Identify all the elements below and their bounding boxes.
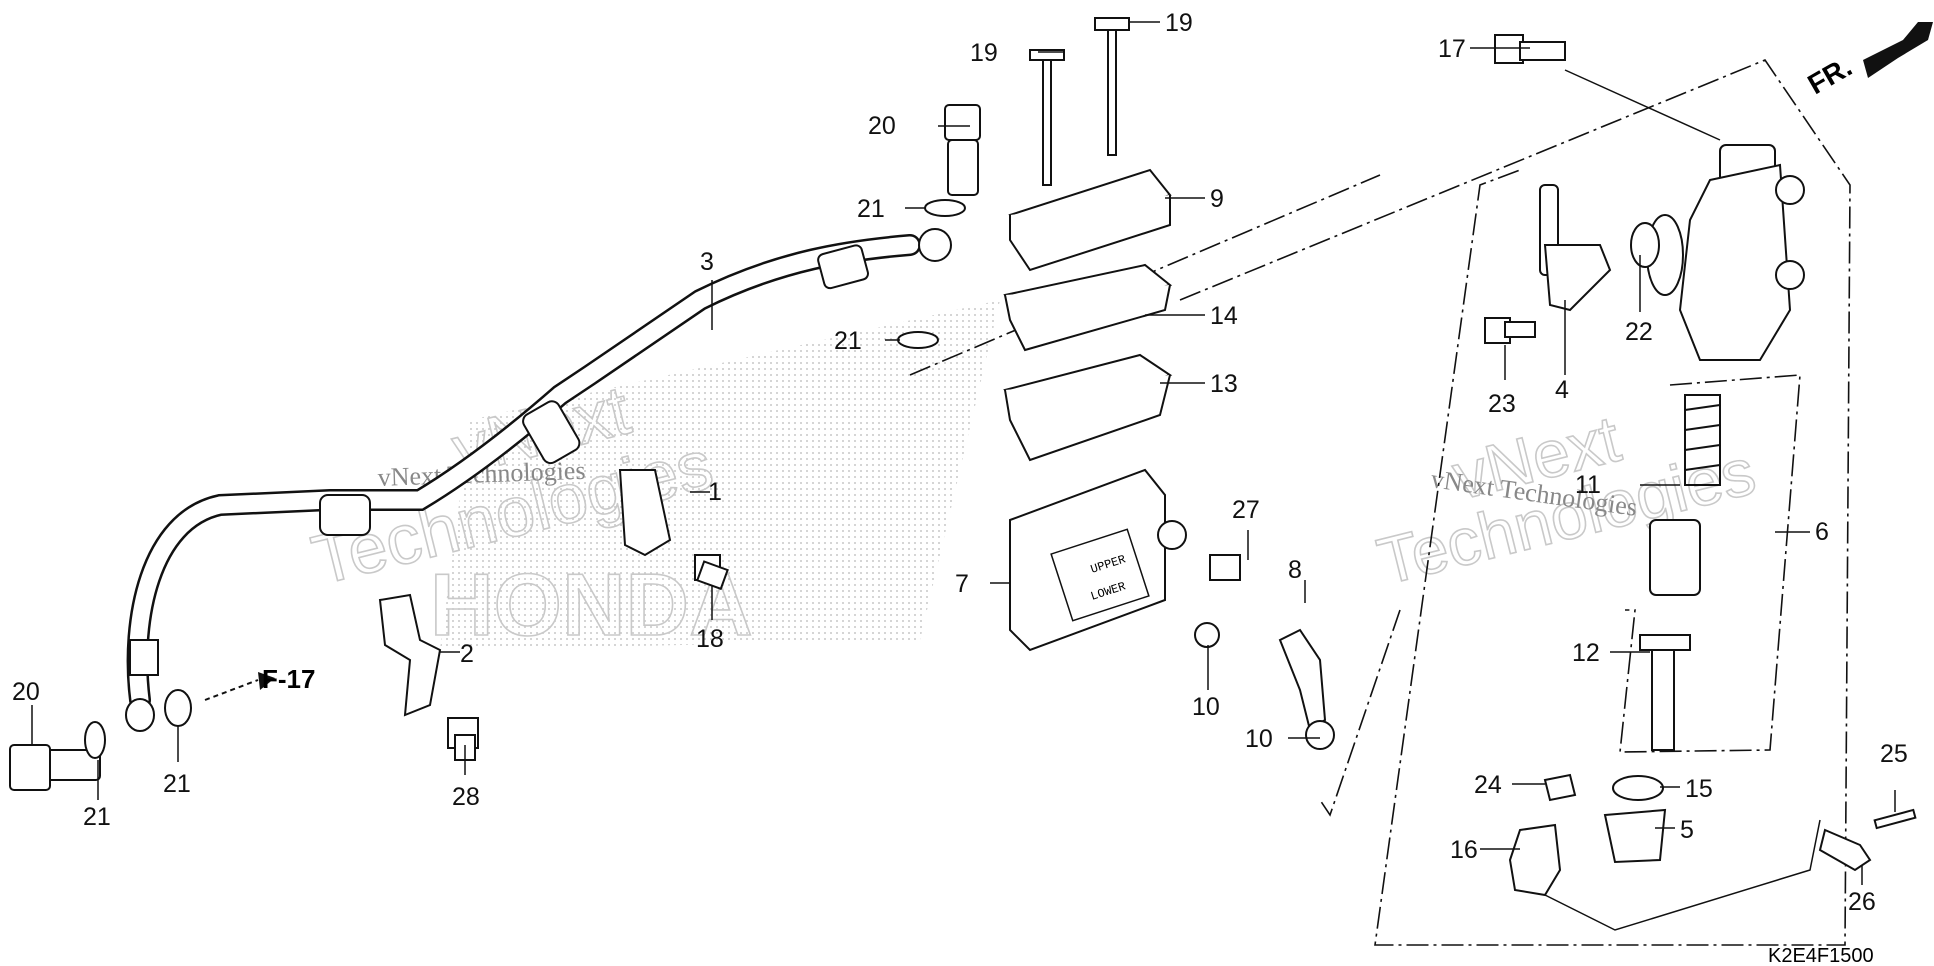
callout-19b: 19	[1165, 9, 1193, 37]
nut-24	[1543, 773, 1577, 802]
bolt-18	[694, 554, 729, 591]
piston-spring	[1684, 394, 1721, 486]
callout-11: 11	[1575, 471, 1601, 499]
callout-18: 18	[696, 625, 724, 653]
banjo-bolt-lower	[9, 689, 192, 791]
reservoir-tank: UPPER LOWER	[1009, 468, 1187, 652]
watermark-right: vNext Technologies vNext Technologies	[1370, 400, 1763, 599]
callout-20b: 20	[868, 112, 896, 140]
bolt-leader	[1564, 69, 1721, 141]
hose-bracket-line	[1319, 609, 1401, 817]
callout-24: 24	[1474, 771, 1502, 799]
hose-bracket	[378, 593, 442, 717]
callout-22: 22	[1625, 318, 1653, 346]
callout-17: 17	[1438, 35, 1466, 63]
callout-26: 26	[1848, 888, 1876, 916]
cotter-26	[1818, 828, 1872, 872]
callout-4: 4	[1555, 376, 1569, 404]
callout-15: 15	[1685, 775, 1713, 803]
callout-9: 9	[1210, 185, 1224, 213]
clevis-leader	[1534, 819, 1821, 931]
callout-27: 27	[1232, 496, 1260, 524]
callout-5: 5	[1680, 816, 1694, 844]
callout-numbers: 1 2 3 4 5 6 7 8 9 10 10 11 12 13 14 15 1…	[12, 9, 1908, 916]
callout-20a: 20	[12, 678, 40, 706]
callout-12: 12	[1572, 639, 1600, 667]
piston-cup	[1649, 519, 1701, 596]
inlet-fitting	[1539, 184, 1612, 312]
front-marker-label: FR.	[1803, 51, 1858, 100]
callout-10b: 10	[1245, 725, 1273, 753]
callout-6: 6	[1815, 518, 1829, 546]
seal-kit-outline	[1619, 374, 1801, 753]
reservoir-screws	[1029, 17, 1130, 186]
callout-1: 1	[708, 478, 722, 506]
cap-plate	[1003, 263, 1173, 352]
master-cylinder-body	[1630, 144, 1805, 361]
pin-25	[1873, 808, 1917, 830]
master-cylinder-outline	[1179, 59, 1851, 946]
callout-14: 14	[1210, 302, 1238, 330]
reference-arrow: F-17	[204, 664, 315, 701]
banjo-bolt-upper	[897, 104, 981, 349]
callout-23: 23	[1488, 390, 1516, 418]
reference-page-label: F-17	[262, 664, 315, 694]
callout-19a: 19	[970, 39, 998, 67]
brake-hose	[125, 228, 952, 732]
callout-13: 13	[1210, 370, 1238, 398]
diagram-code: K2E4F1500	[1768, 945, 1874, 966]
callout-21a: 21	[83, 803, 111, 831]
callout-2: 2	[460, 640, 474, 668]
hose-clip	[618, 469, 672, 557]
callout-3: 3	[700, 248, 714, 276]
boot-15	[1612, 775, 1664, 801]
callout-8: 8	[1288, 556, 1302, 584]
callout-21d: 21	[834, 327, 862, 355]
callout-7: 7	[955, 570, 969, 598]
bolt-28	[447, 717, 479, 761]
bolt-17	[1494, 34, 1566, 64]
callout-10a: 10	[1192, 693, 1220, 721]
boot-5	[1603, 808, 1667, 864]
reservoir-cap	[1008, 168, 1172, 272]
diaphragm	[1003, 353, 1173, 462]
bolt-23	[1484, 317, 1536, 344]
reservoir-hose	[1194, 554, 1335, 750]
callout-28: 28	[452, 783, 480, 811]
callout-21b: 21	[163, 770, 191, 798]
callout-25: 25	[1880, 740, 1908, 768]
push-rod	[1639, 634, 1691, 751]
leader-lines	[31, 21, 1896, 885]
front-arrow-icon: FR.	[1803, 22, 1933, 100]
callout-16: 16	[1450, 836, 1478, 864]
callout-21c: 21	[857, 195, 885, 223]
clevis-16	[1508, 823, 1562, 897]
